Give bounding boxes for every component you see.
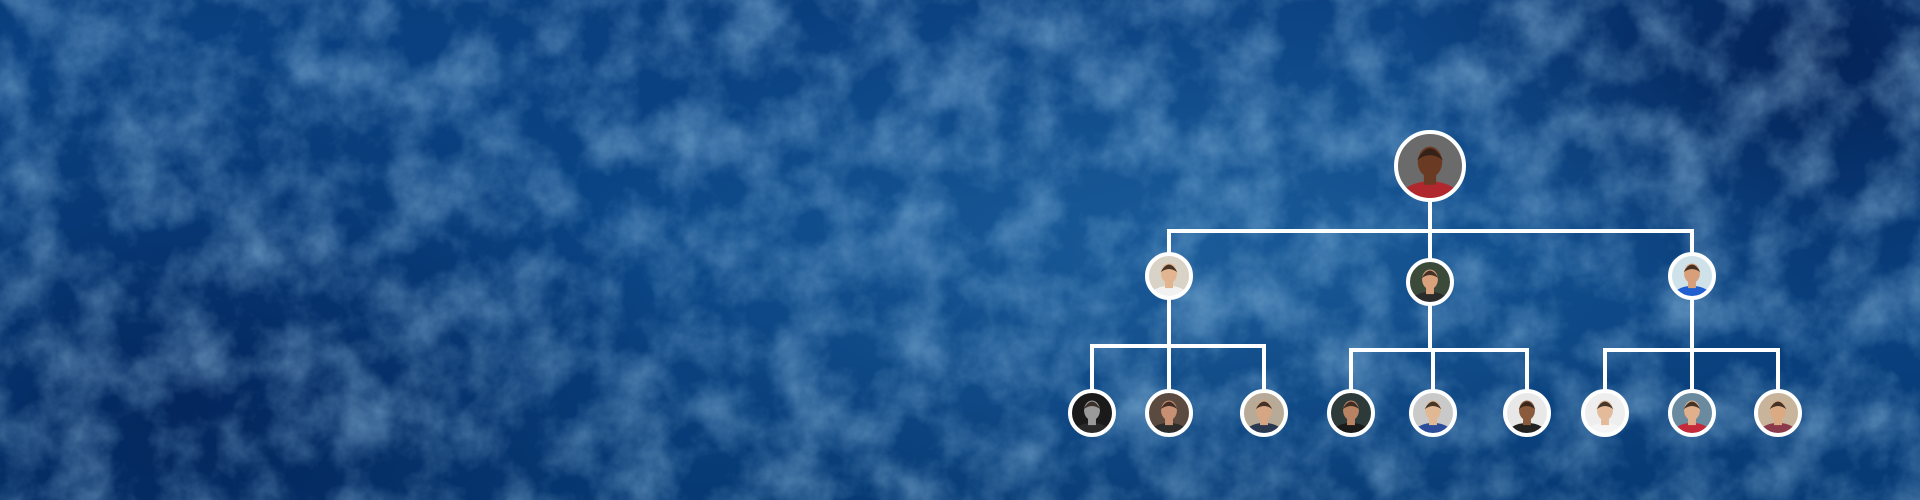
avatar-hair — [1683, 264, 1701, 273]
avatar-neck — [1688, 416, 1696, 426]
avatar-hair — [1160, 264, 1178, 273]
avatar-hair — [1769, 401, 1787, 410]
avatar-e3-icon — [1240, 389, 1288, 437]
avatar-e6-icon — [1503, 389, 1551, 437]
avatar-hair — [1518, 401, 1536, 410]
avatar-e9-icon — [1754, 389, 1802, 437]
avatar-ring — [1503, 389, 1551, 437]
avatar-ring — [1068, 389, 1116, 437]
avatar-ring — [1668, 389, 1716, 437]
avatar-hair — [1083, 401, 1101, 410]
avatar-nodes — [1068, 130, 1802, 437]
avatar-shirt — [1757, 422, 1799, 435]
avatar-neck — [1165, 279, 1173, 289]
avatar-e8-icon — [1668, 389, 1716, 437]
avatar-shirt — [1506, 422, 1548, 435]
avatar-hair — [1421, 270, 1439, 279]
avatar-shirt — [1671, 422, 1713, 435]
avatar-shirt — [1148, 285, 1190, 298]
avatar-m3-icon — [1668, 252, 1716, 300]
avatar-shirt — [1671, 285, 1713, 298]
avatar-ring — [1406, 258, 1454, 306]
avatar-neck — [1601, 416, 1609, 426]
avatar-hair — [1424, 401, 1442, 410]
avatar-ring — [1145, 252, 1193, 300]
avatar-shirt — [1148, 422, 1190, 435]
avatar-neck — [1347, 416, 1355, 426]
avatar-neck — [1429, 416, 1437, 426]
avatar-m1-icon — [1145, 252, 1193, 300]
avatar-e4-icon — [1327, 389, 1375, 437]
avatar-shirt — [1397, 181, 1463, 200]
avatar-ring — [1581, 389, 1629, 437]
avatar-e1-icon — [1068, 389, 1116, 437]
avatar-hair — [1683, 401, 1701, 410]
avatar-hair — [1596, 401, 1614, 410]
avatar-neck — [1774, 416, 1782, 426]
avatar-hair — [1417, 148, 1443, 161]
avatar-shirt — [1330, 422, 1372, 435]
avatar-root-icon — [1394, 130, 1466, 202]
connector-lines — [1090, 198, 1780, 393]
avatar-ring — [1409, 389, 1457, 437]
avatar-shirt — [1412, 422, 1454, 435]
avatar-hair — [1342, 401, 1360, 410]
avatar-e2-icon — [1145, 389, 1193, 437]
avatar-neck — [1426, 285, 1434, 295]
avatar-ring — [1240, 389, 1288, 437]
avatar-shirt — [1409, 291, 1451, 304]
avatar-neck — [1165, 416, 1173, 426]
avatar-neck — [1260, 416, 1268, 426]
avatar-neck — [1088, 416, 1096, 426]
avatar-ring — [1754, 389, 1802, 437]
avatar-ring — [1145, 389, 1193, 437]
avatar-ring — [1327, 389, 1375, 437]
avatar-shirt — [1243, 422, 1285, 435]
avatar-neck — [1523, 416, 1531, 426]
avatar-ring — [1394, 130, 1466, 202]
avatar-m2-icon — [1406, 258, 1454, 306]
avatar-shirt — [1071, 422, 1113, 435]
avatar-neck — [1688, 279, 1696, 289]
avatar-hair — [1160, 401, 1178, 410]
avatar-shirt — [1584, 422, 1626, 435]
avatar-e7-icon — [1581, 389, 1629, 437]
avatar-e5-icon — [1409, 389, 1457, 437]
avatar-hair — [1255, 401, 1273, 410]
avatar-ring — [1668, 252, 1716, 300]
